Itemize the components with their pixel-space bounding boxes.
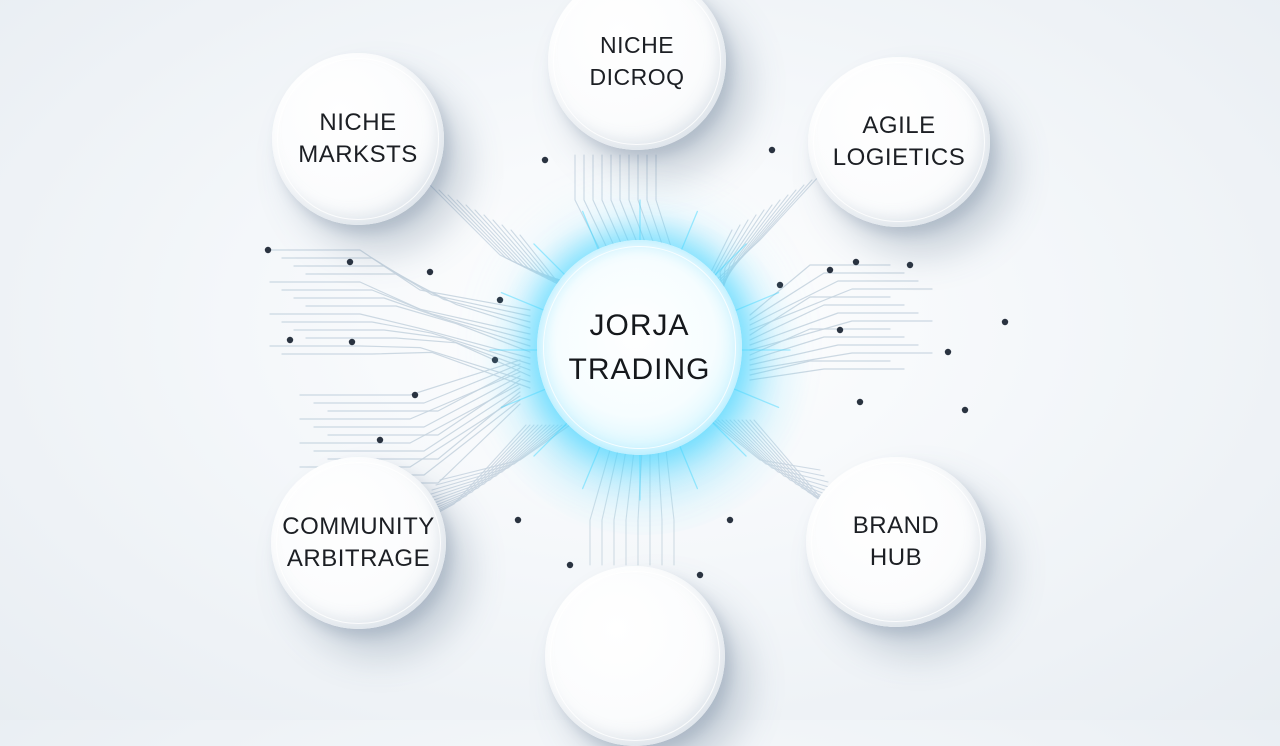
- node-blank: [545, 566, 725, 746]
- circuit-trace: [665, 449, 675, 566]
- circuit-node-dot: [376, 436, 384, 444]
- circuit-node-dot: [496, 296, 504, 304]
- circuit-node-dot: [906, 261, 914, 269]
- circuit-node-dot: [264, 246, 272, 254]
- center-node-jorja-trading: JORJA TRADING: [537, 240, 742, 455]
- circuit-trace: [749, 368, 905, 381]
- circuit-node-dot: [696, 571, 704, 579]
- circuit-node-dot: [348, 338, 356, 346]
- circuit-trace: [749, 328, 891, 356]
- circuit-node-dot: [852, 258, 860, 266]
- node-label-line-2: HUB: [869, 544, 923, 571]
- node-label-line-1: AGILE: [862, 112, 936, 139]
- node-niche-marksts: NICHE MARKSTS: [272, 53, 444, 225]
- circuit-trace: [415, 424, 547, 511]
- diagram-canvas: NICHE DICROQ NICHE MARKSTS AGILE LOGIETI…: [264, 0, 1009, 746]
- circuit-node-dot: [944, 348, 952, 356]
- circuit-node-dot: [491, 356, 499, 364]
- node-agile-logietics: AGILE LOGIETICS: [808, 57, 990, 227]
- circuit-node-dot: [566, 561, 574, 569]
- node-label-line-1: COMMUNITY: [282, 513, 435, 540]
- circuit-trace: [281, 257, 531, 317]
- circuit-trace: [269, 313, 531, 359]
- node-niche-dicroq: NICHE DICROQ: [548, 0, 726, 150]
- circuit-node-dot: [776, 281, 784, 289]
- circuit-trace: [625, 449, 635, 566]
- circuit-trace: [749, 344, 919, 366]
- circuit-node-dot: [826, 266, 834, 274]
- circuit-node-dot: [411, 391, 419, 399]
- circuit-node-dot: [514, 516, 522, 524]
- node-label-line-2: ARBITRAGE: [286, 545, 431, 572]
- circuit-trace: [749, 304, 905, 341]
- circuit-trace: [655, 154, 673, 251]
- circuit-trace: [589, 449, 611, 566]
- circuit-trace: [613, 449, 627, 566]
- circuit-trace: [299, 395, 521, 468]
- node-label-line-1: BRAND: [852, 512, 940, 539]
- circuit-node-dot: [346, 258, 354, 266]
- circuit-node-dot: [286, 336, 294, 344]
- circuit-trace: [574, 154, 601, 251]
- node-label-line-2: LOGIETICS: [832, 144, 966, 171]
- circuit-node-dot: [426, 268, 434, 276]
- circuit-trace: [749, 336, 905, 361]
- circuit-trace: [299, 383, 521, 444]
- circuit-node-dot: [726, 516, 734, 524]
- node-brand-hub: BRAND HUB: [806, 457, 986, 627]
- circuit-node-dot: [1001, 318, 1009, 326]
- circuit-trace: [657, 449, 663, 566]
- center-label-line-2: TRADING: [568, 352, 711, 386]
- circuit-trace: [583, 154, 609, 251]
- circuit-node-dot: [856, 398, 864, 406]
- circuit-node-dot: [961, 406, 969, 414]
- circuit-trace: [269, 281, 531, 335]
- circuit-node-dot: [541, 156, 549, 164]
- circuit-node-dot: [836, 326, 844, 334]
- circuit-trace: [327, 391, 521, 460]
- circuit-trace: [727, 385, 780, 409]
- circuit-node-dot: [768, 146, 776, 154]
- node-label-line-1: NICHE: [319, 109, 397, 136]
- node-label-line-2: DICROQ: [589, 64, 685, 90]
- center-label-line-1: JORJA: [589, 308, 690, 342]
- node-community-arbitrage: COMMUNITY ARBITRAGE: [271, 457, 446, 629]
- node-label-line-2: MARKSTS: [298, 141, 418, 168]
- circuit-trace: [269, 345, 531, 383]
- circuit-trace: [725, 419, 837, 495]
- node-label-line-1: NICHE: [599, 32, 675, 58]
- circuit-trace: [749, 360, 891, 376]
- circuit-trace: [699, 174, 821, 296]
